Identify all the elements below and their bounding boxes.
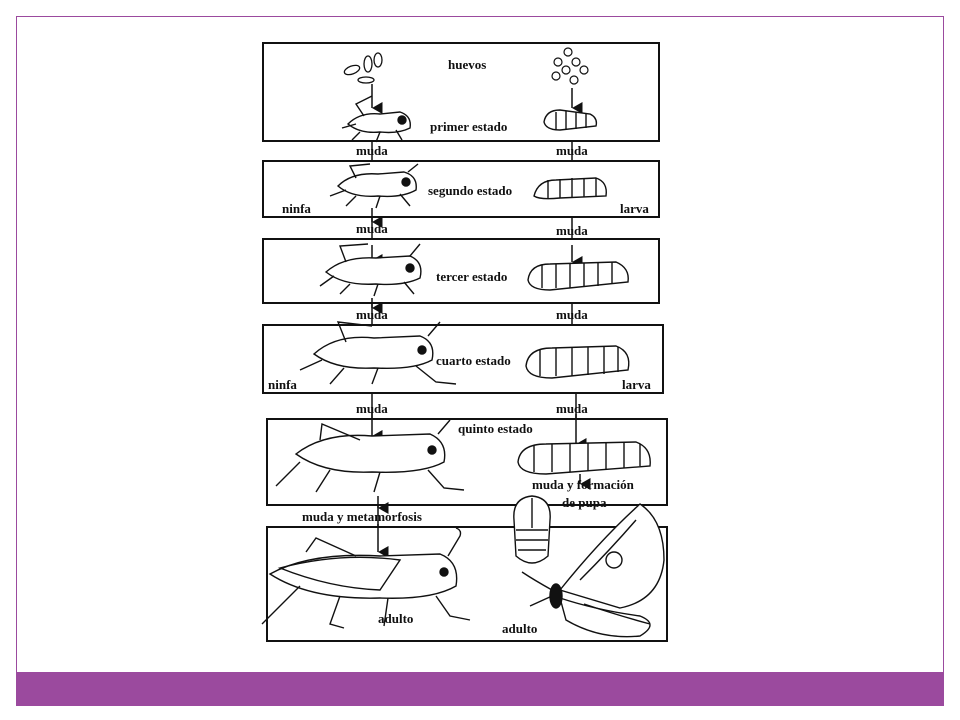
butterfly-icon bbox=[521, 503, 665, 638]
label-muda: muda bbox=[356, 401, 388, 416]
label-muda: muda bbox=[356, 221, 388, 236]
label-muda: muda bbox=[556, 143, 588, 158]
label-ninfa: ninfa bbox=[282, 201, 311, 216]
grasshopper-nymph-icon bbox=[319, 243, 422, 297]
footer-bar bbox=[16, 672, 944, 706]
stage-box-6 bbox=[266, 526, 668, 642]
label-muda-y-formacion: muda y formación bbox=[532, 477, 634, 492]
label-muda-y-metamorfosis: muda y metamorfosis bbox=[302, 509, 422, 524]
slide-frame bbox=[16, 16, 944, 706]
label-muda: muda bbox=[356, 307, 388, 322]
stage-box-4 bbox=[262, 324, 664, 394]
grasshopper-nymph-icon bbox=[329, 163, 419, 209]
grasshopper-nymph-icon bbox=[341, 95, 411, 143]
label-cuarto-estado: cuarto estado bbox=[436, 353, 511, 368]
grasshopper-nymph-icon bbox=[299, 321, 457, 385]
label-tercer-estado: tercer estado bbox=[436, 269, 508, 284]
egg-icon bbox=[551, 47, 589, 85]
label-segundo-estado: segundo estado bbox=[428, 183, 513, 198]
label-quinto-estado: quinto estado bbox=[458, 421, 533, 436]
stage-box-5 bbox=[266, 418, 668, 506]
label-adulto: adulto bbox=[378, 611, 414, 626]
caterpillar-larva-icon bbox=[543, 109, 598, 131]
caterpillar-larva-icon bbox=[525, 345, 630, 379]
label-larva: larva bbox=[622, 377, 651, 392]
caterpillar-larva-icon bbox=[527, 261, 629, 291]
pupa-icon bbox=[513, 495, 551, 564]
label-ninfa: ninfa bbox=[268, 377, 297, 392]
label-de-pupa: de pupa bbox=[562, 495, 607, 510]
grasshopper-adult-icon bbox=[261, 527, 471, 629]
label-primer-estado: primer estado bbox=[430, 119, 508, 134]
label-huevos: huevos bbox=[448, 57, 487, 72]
egg-icon bbox=[343, 52, 383, 84]
stage-box-3 bbox=[262, 238, 660, 304]
stage-box-2 bbox=[262, 160, 660, 218]
grasshopper-nymph-icon bbox=[275, 419, 465, 493]
caterpillar-larva-icon bbox=[517, 441, 651, 475]
caterpillar-larva-icon bbox=[533, 177, 607, 200]
label-muda: muda bbox=[556, 223, 588, 238]
label-adulto: adulto bbox=[502, 621, 538, 636]
label-muda: muda bbox=[356, 143, 388, 158]
label-muda: muda bbox=[556, 401, 588, 416]
label-larva: larva bbox=[620, 201, 649, 216]
label-muda: muda bbox=[556, 307, 588, 322]
stage-box-1 bbox=[262, 42, 660, 142]
